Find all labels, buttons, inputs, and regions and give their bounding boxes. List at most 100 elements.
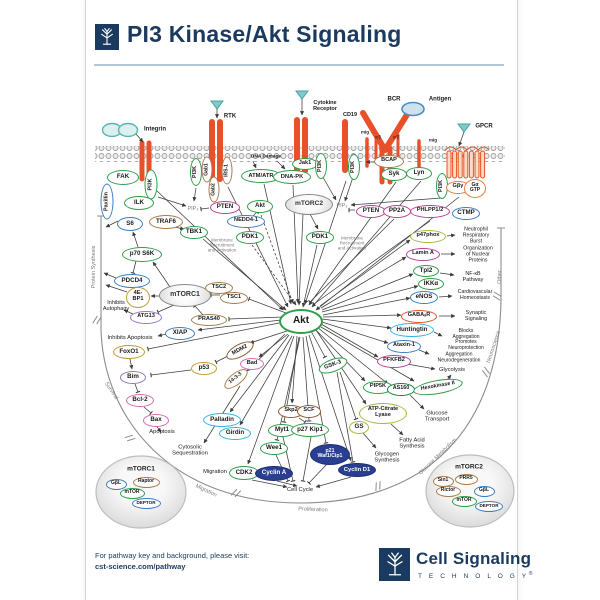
node-bcl2: Bcl-2: [126, 393, 154, 407]
cytokine-ligand-icon: [295, 90, 309, 100]
node-paxillin: Paxillin: [100, 183, 114, 219]
node-ilk: ILK: [124, 196, 154, 210]
label-gpcr: GPCR: [475, 123, 493, 130]
activation-edge: [132, 231, 139, 248]
node-ga-gtp: Gα GTP: [464, 178, 486, 198]
node-gs: GS: [349, 420, 369, 434]
node-mtorc2-top: mTORC2: [285, 193, 333, 215]
activation-edge: [418, 349, 430, 355]
footer-link[interactable]: cst-science.com/pathway: [95, 562, 186, 571]
activation-edge: [315, 476, 352, 488]
node-tbk1: TBK1: [180, 225, 208, 239]
node-enos: eNOS: [410, 290, 438, 304]
node-ataxin1: Ataxin-1: [387, 339, 421, 353]
label-membrane: Membrane Recruitment and Activation: [207, 237, 237, 253]
footer-note: For pathway key and background, please v…: [95, 551, 250, 560]
activation-edge: [301, 244, 318, 308]
activation-edge: [409, 394, 425, 410]
node-p53: p53: [191, 361, 217, 375]
node-m1-deptor: DEPTOR: [131, 497, 161, 509]
node-pdk1-right: PDK1: [306, 230, 334, 244]
node-tsc2: TSC2: [205, 282, 233, 294]
activation-edge: [156, 190, 284, 311]
activation-edge: [320, 326, 415, 382]
activation-edge: [197, 319, 282, 332]
node-lamin-a: Lamin A: [406, 247, 440, 261]
label-cd19: CD19: [342, 111, 358, 118]
activation-edge: [458, 131, 465, 147]
node-phlpp: PHLPP1/2: [410, 204, 450, 218]
node-xiap: XIAP: [165, 326, 195, 340]
node-wee1: Wee1: [260, 441, 288, 455]
edge-layer: [103, 99, 465, 489]
activation-edge: [308, 334, 352, 462]
activation-edge: [157, 333, 167, 338]
node-ctmp: CTMP: [452, 206, 480, 220]
label-integrin: Integrin: [144, 126, 166, 133]
node-atm-atr: ATM/ATR: [241, 169, 281, 183]
tree-icon: [386, 551, 403, 575]
activation-edge: [251, 479, 288, 489]
page-title: PI3 Kinase/Akt Signaling: [127, 21, 402, 47]
node-pdcd4: PDCD4: [114, 274, 150, 288]
inhibition-edge: [298, 417, 307, 425]
node-p21: p21 Waf1/Cip1: [310, 443, 350, 465]
node-myt1: Myt1: [268, 423, 296, 437]
label-nf-b: NF-κB Pathway: [462, 270, 484, 283]
node-as160: AS160: [387, 382, 415, 396]
section-hash-mark: [230, 488, 242, 498]
activation-edge: [433, 331, 443, 337]
inhibition-edge: [308, 218, 395, 304]
node-irs1: IRS-1: [221, 156, 233, 184]
node-tsc1: TSC1: [220, 292, 248, 304]
node-fak: FAK: [107, 169, 139, 185]
inhibition-edge: [310, 330, 328, 359]
cst-brand-logo-icon: [379, 548, 410, 581]
label--: α/β: [375, 134, 381, 140]
node-syk: Syk: [381, 167, 407, 181]
activation-edge: [322, 313, 402, 318]
node-m2-prr5: PRR5: [454, 473, 478, 485]
inhibition-edge: [336, 371, 356, 463]
activation-edge: [135, 133, 144, 143]
activation-edge: [322, 296, 411, 316]
inhibition-edge: [274, 336, 301, 442]
node-pfkfb2: PFKFB2: [377, 354, 411, 368]
section-hash-mark: [124, 434, 136, 442]
activation-edge: [316, 326, 389, 385]
activation-edge: [229, 334, 290, 413]
label-organization: Organization of Nuclear Proteins: [463, 245, 493, 263]
label-inhibits-apoptosis: Inhibits Apoptosis: [107, 334, 153, 341]
node-s6: S6: [117, 217, 143, 231]
node-m2-sin1: Sin1: [432, 475, 454, 487]
node-p27-kip1: p27 Kip1: [291, 423, 329, 437]
node-pi3k-jak: PI3K: [315, 153, 327, 179]
label--: α/β: [393, 134, 399, 140]
label-cardiovascular: Cardiovascular Homeostasis: [457, 289, 493, 301]
label-pip-: PIP₃: [336, 202, 348, 209]
activation-edge: [260, 214, 294, 304]
activation-edge: [390, 423, 404, 436]
activation-edge: [321, 318, 392, 330]
label-mig: mIg: [428, 137, 438, 143]
node-lyn: Lyn: [406, 166, 432, 180]
activation-edge: [314, 328, 366, 382]
node-akt: Akt: [279, 308, 323, 334]
ligand-icons: [210, 90, 471, 133]
activation-edge: [249, 330, 288, 344]
node-m1-gbl: GβL: [105, 478, 127, 490]
node-tpl2: Tpl2: [413, 265, 439, 277]
cst-logo-icon: [95, 24, 119, 50]
inhibition-edge: [156, 304, 175, 315]
node-akt-membrane: Akt: [247, 199, 273, 213]
label-inhibits: Inhibits Autophagy: [102, 299, 130, 312]
label-fatty-acid: Fatty Acid Synthesis: [399, 437, 425, 450]
node-m2-mtor: mTOR: [451, 495, 477, 507]
activation-edge: [321, 273, 414, 311]
activation-edge: [157, 196, 187, 207]
label-aggregation: Aggregation Neurodegeneration: [437, 351, 481, 363]
node-pten-right: PTEN: [356, 204, 386, 218]
label-proliferation: Proliferation: [298, 506, 328, 514]
inhibition-edge: [200, 206, 210, 212]
label-dna-damage: DNA Damage: [250, 154, 282, 160]
